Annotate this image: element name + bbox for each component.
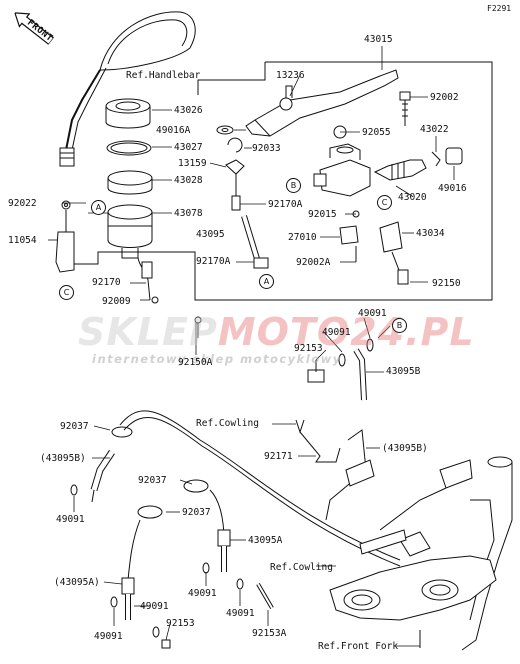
part-label: 43095B <box>386 366 421 377</box>
watermark-tagline: internetowy sklep motocyklowy <box>92 352 342 366</box>
arrow-icon <box>14 12 55 46</box>
part-label: 92037 <box>60 421 89 432</box>
part-label: 92002A <box>296 257 331 268</box>
part-label: 92153A <box>252 628 287 639</box>
ref-cowling-bottom: Ref.Cowling <box>270 562 333 573</box>
part-label: 92002 <box>430 92 459 103</box>
callout-c: C <box>377 195 392 210</box>
part-label: 11054 <box>8 235 37 246</box>
part-label: 49091 <box>140 601 169 612</box>
callout-c: C <box>59 285 74 300</box>
ref-handlebar: Ref.Handlebar <box>126 70 201 81</box>
part-label: 43020 <box>398 192 427 203</box>
watermark-brand-right: MOTO <box>217 310 351 354</box>
part-label: 49091 <box>358 308 387 319</box>
part-label: 43026 <box>174 105 203 116</box>
brake-lever <box>254 69 399 137</box>
callout-a: A <box>91 200 106 215</box>
part-label: 92150 <box>432 278 461 289</box>
part-label: 43034 <box>416 228 445 239</box>
part-label: 43027 <box>174 142 203 153</box>
part-label: 13236 <box>276 70 305 81</box>
clamp-bracket <box>55 231 75 273</box>
part-label: 92015 <box>308 209 337 220</box>
part-label: 92022 <box>8 198 37 209</box>
part-label: 92170 <box>92 277 121 288</box>
part-label: 92170A <box>268 199 303 210</box>
part-label: 92037 <box>182 507 211 518</box>
watermark-brand: SKLEPMOTO24.PL <box>78 310 475 354</box>
cowling-bracket <box>295 419 375 521</box>
figure-id: F2291 <box>487 4 512 13</box>
part-label: 43095A <box>248 535 283 546</box>
part-label: 92170A <box>196 256 231 267</box>
callout-b: B <box>392 318 407 333</box>
callout-b: B <box>286 178 301 193</box>
front-direction-marker: FRONT <box>9 6 56 49</box>
part-label: 49091 <box>56 514 85 525</box>
assembly-frame <box>63 61 493 301</box>
part-label: 92037 <box>138 475 167 486</box>
part-label: 49016A <box>156 125 191 136</box>
part-label: 43015 <box>364 34 393 45</box>
part-label: 27010 <box>288 232 317 243</box>
part-label: 43078 <box>174 208 203 219</box>
part-label: 92055 <box>362 127 391 138</box>
part-label: 13159 <box>178 158 207 169</box>
part-label: 49091 <box>188 588 217 599</box>
part-label: 92009 <box>102 296 131 307</box>
part-label: 49016 <box>438 183 467 194</box>
part-label: 43022 <box>420 124 449 135</box>
leader-lines-lower <box>73 317 420 647</box>
part-label: 92171 <box>264 451 293 462</box>
assembly-frame-left <box>197 62 266 95</box>
watermark-brand-left: SKLEP <box>78 310 218 354</box>
part-label: 49091 <box>94 631 123 642</box>
part-label: (43095A) <box>54 577 100 588</box>
leader-lines <box>48 46 455 355</box>
part-label: (43095B) <box>40 453 86 464</box>
part-label: 43095 <box>196 229 225 240</box>
master-cylinder <box>319 159 371 197</box>
callout-a: A <box>259 274 274 289</box>
front-fork-drawing <box>329 456 513 651</box>
reservoir-drawing <box>105 98 153 259</box>
part-label: (43095B) <box>382 443 428 454</box>
ref-cowling-top: Ref.Cowling <box>196 418 259 429</box>
part-label: 92150A <box>178 357 213 368</box>
mirror-drawing <box>59 11 196 167</box>
part-label: 92153 <box>166 618 195 629</box>
part-label: 49091 <box>226 608 255 619</box>
part-label: 43028 <box>174 175 203 186</box>
part-label: 92153 <box>294 343 323 354</box>
part-label: 49091 <box>322 327 351 338</box>
part-label: 92033 <box>252 143 281 154</box>
ref-front-fork: Ref.Front Fork <box>318 641 399 652</box>
watermark-brand-tail: 24.PL <box>350 310 475 354</box>
